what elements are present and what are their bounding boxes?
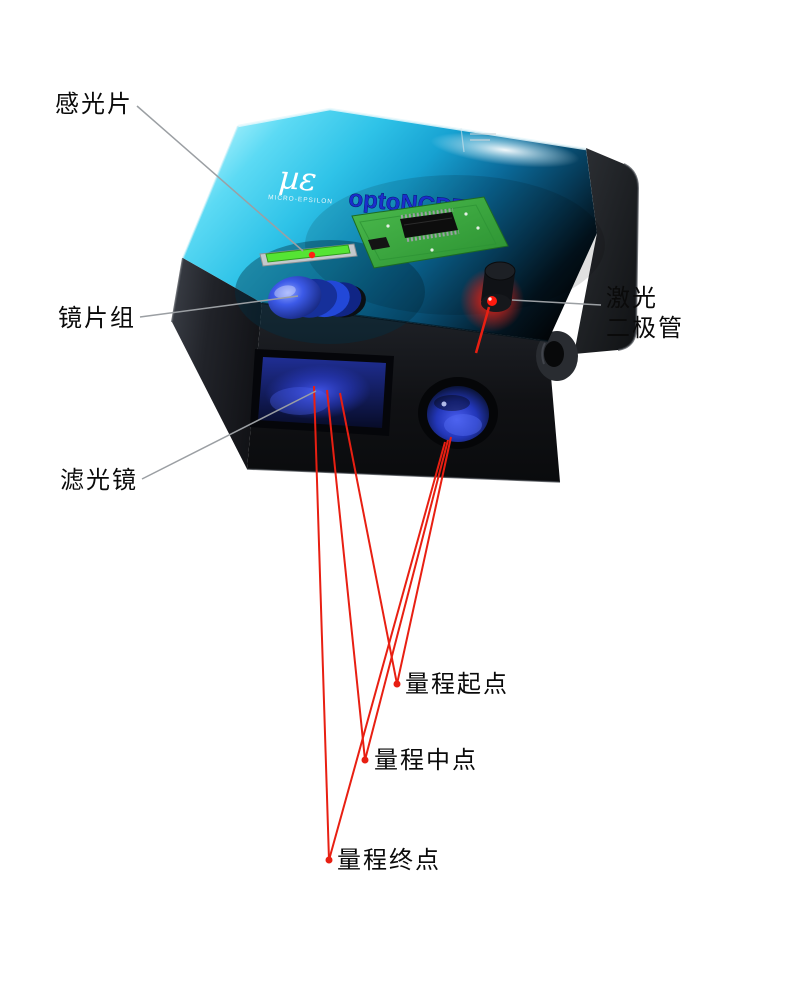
pcb-pad: [430, 248, 434, 252]
beam-lens-to-start: [396, 436, 452, 685]
measurement-dot-end: [325, 856, 333, 864]
filter-window: [250, 349, 394, 436]
label-range-mid: 量程中点: [374, 748, 478, 774]
laser-beams: [313, 385, 452, 861]
screw-boss: [536, 331, 578, 381]
top-edge-markings: [460, 127, 496, 153]
measurement-dot-start: [393, 680, 401, 688]
ic-chip: [400, 208, 460, 242]
pcb-pad: [386, 224, 390, 228]
laser-spot-on-sensor: [308, 251, 316, 259]
label-laser-line2: 二极管: [606, 316, 684, 342]
pcb-pad: [476, 226, 480, 230]
beam-window-to-mid: [326, 389, 366, 761]
beam-window-to-end: [313, 385, 330, 861]
body-bottom-edge: [246, 468, 561, 483]
sensor-housing: [171, 107, 640, 483]
label-photosensor: 感光片: [55, 92, 133, 118]
label-range-end: 量程终点: [337, 848, 441, 874]
body-left-face: [172, 258, 262, 469]
beam-window-to-start: [339, 392, 398, 685]
label-laser-diode: 激光 二极管: [606, 284, 684, 344]
top-specular-streak: [430, 132, 580, 168]
logo-mu-icon: µε: [277, 158, 318, 199]
leader-laser-diode: [511, 299, 602, 306]
lens-group: [268, 276, 366, 319]
pcb-pad: [464, 212, 468, 216]
measurement-dot-mid: [361, 756, 369, 764]
label-filter: 滤光镜: [60, 468, 138, 494]
logo-subtext: MICRO-EPSILON: [268, 194, 333, 206]
laser-beam-internal: [474, 306, 491, 354]
label-laser-line1: 激光: [606, 286, 658, 312]
label-lens-group: 镜片组: [58, 306, 136, 332]
photosensor-strip: [259, 243, 358, 267]
mounting-flange: [574, 148, 638, 354]
top-left-edge-highlight: [182, 125, 239, 259]
leader-lines: [136, 105, 602, 480]
small-chip: [368, 237, 390, 250]
beam-lens-to-end: [328, 441, 446, 861]
body-left-edge-highlight: [171, 257, 184, 323]
emitter-lens: [418, 377, 498, 449]
beam-lens-to-mid: [364, 439, 449, 761]
laser-emitter-dot: [487, 296, 497, 306]
leader-filter: [141, 390, 317, 480]
leader-photosensor: [136, 105, 304, 252]
mounting-flange-edge: [617, 163, 640, 351]
top-edge-highlight: [237, 107, 587, 151]
label-range-start: 量程起点: [405, 672, 509, 698]
leader-lens-group: [139, 295, 299, 318]
pcb-board: [351, 196, 509, 269]
